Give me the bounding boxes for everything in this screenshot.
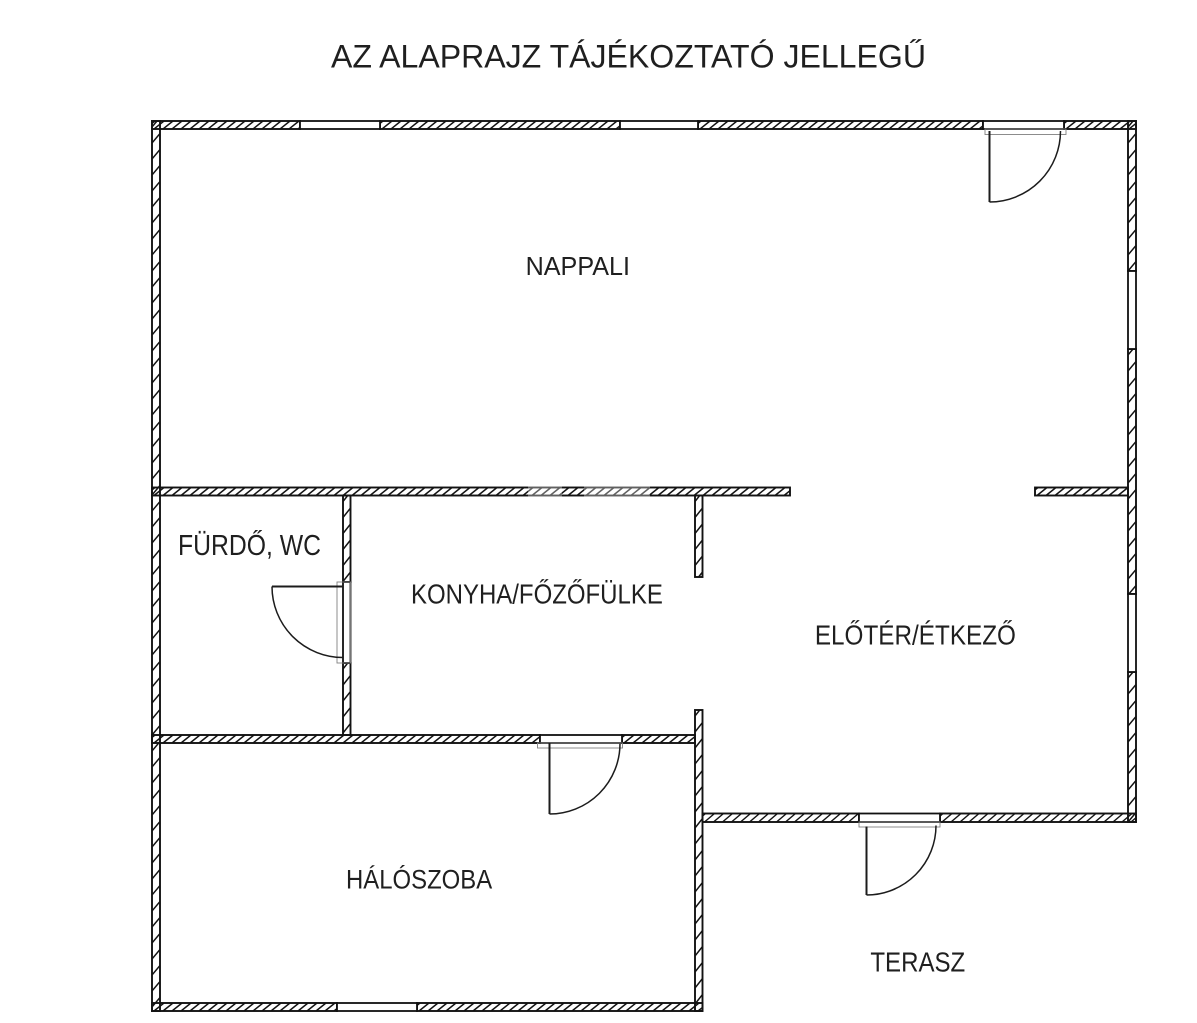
svg-text:AZ ALAPRAJZ TÁJÉKOZTATÓ JELLEG: AZ ALAPRAJZ TÁJÉKOZTATÓ JELLEGŰ [331,38,926,74]
svg-text:ELŐTÉR/ÉTKEZŐ: ELŐTÉR/ÉTKEZŐ [815,619,1016,651]
svg-text:HÁLÓSZOBA: HÁLÓSZOBA [346,864,492,895]
svg-text:NAPPALI: NAPPALI [526,253,630,281]
svg-text:FÜRDŐ, WC: FÜRDŐ, WC [178,528,321,561]
svg-text:KONYHA/FŐZŐFÜLKE: KONYHA/FŐZŐFÜLKE [411,579,663,610]
svg-text:TERASZ: TERASZ [870,948,965,978]
